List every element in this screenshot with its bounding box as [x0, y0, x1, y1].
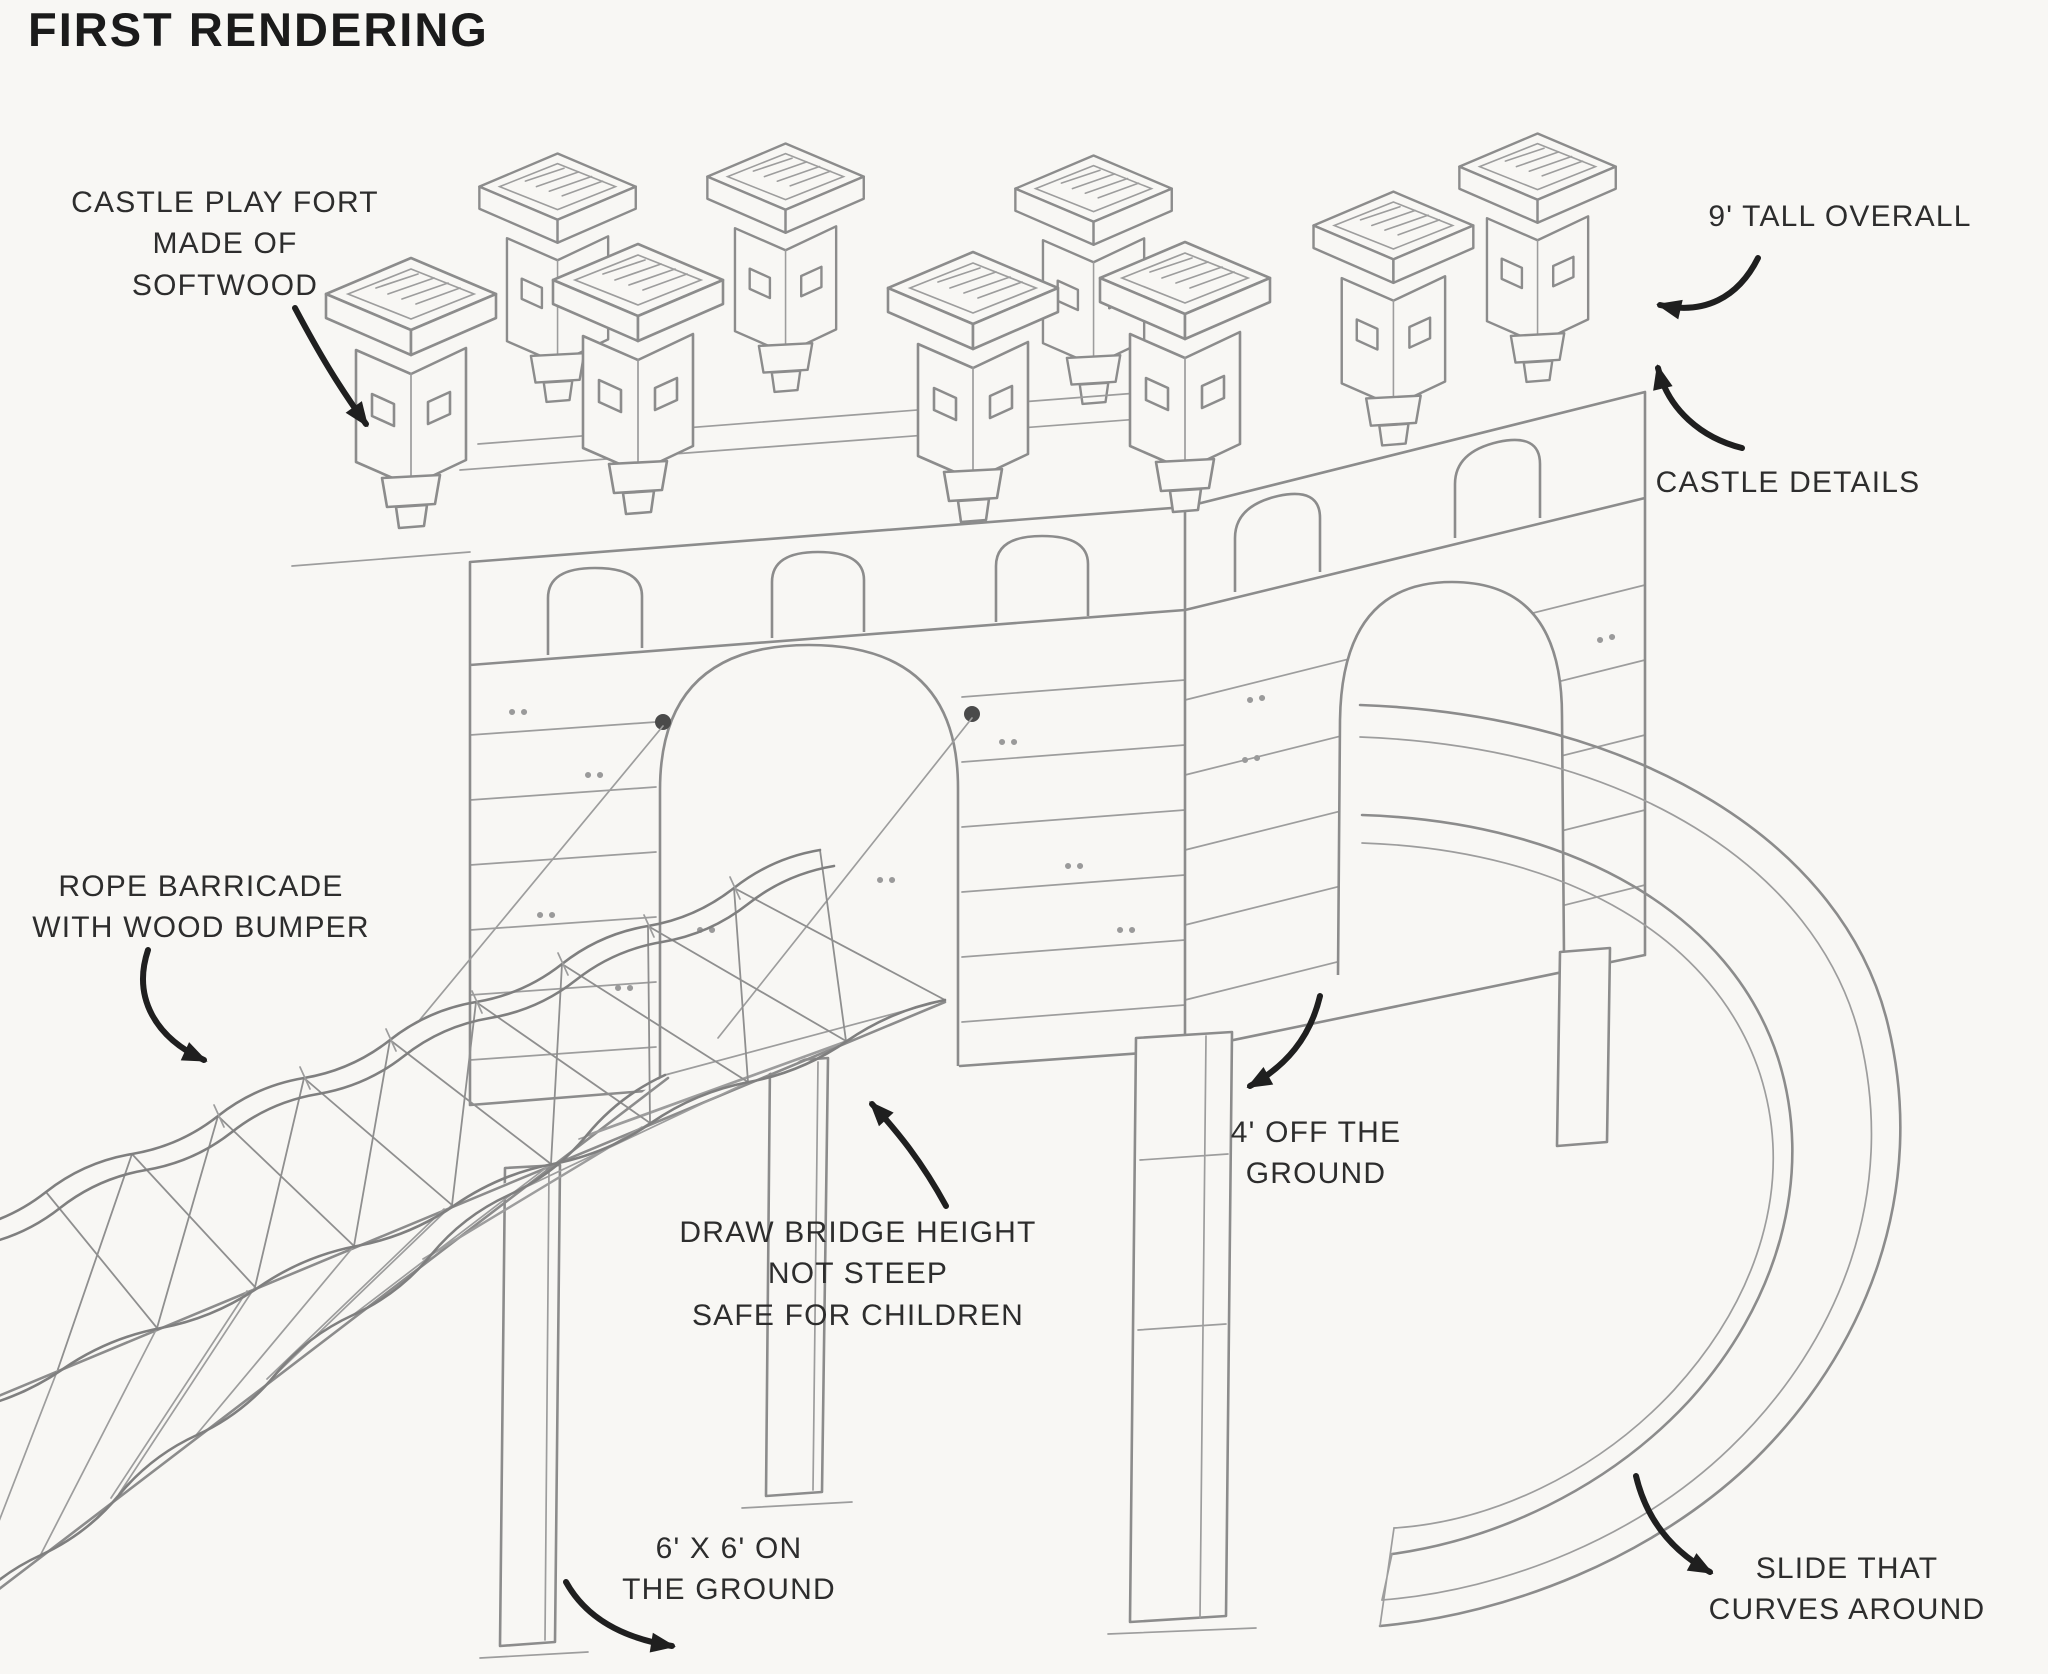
slide-drawing: [1358, 703, 1902, 1628]
annotation-drawbridge: DRAW BRIDGE HEIGHT NOT STEEP SAFE FOR CH…: [679, 1216, 1037, 1332]
annotation-footprint: 6' X 6' ON THE GROUND: [622, 1532, 836, 1607]
arrow-to-castle: [292, 305, 369, 428]
annotation-off-ground: 4' OFF THE GROUND: [1230, 1116, 1402, 1191]
arrow-to-rope-barricade: [140, 947, 208, 1063]
arrow-to-slide: [1633, 1473, 1714, 1575]
rope-netting-drawing: [0, 848, 947, 1582]
annotation-castle-details: CASTLE DETAILS: [1655, 466, 1921, 499]
annotation-slide: SLIDE THAT CURVES AROUND: [1708, 1552, 1986, 1627]
annotation-rope-barricade: ROPE BARRICADE WITH WOOD BUMPER: [32, 870, 370, 945]
arrow-to-castle-details: [1653, 364, 1745, 451]
annotation-arrows: [140, 255, 1761, 1653]
arrow-to-footprint: [563, 1579, 676, 1653]
annotation-material: CASTLE PLAY FORT MADE OF SOFTWOOD: [71, 186, 379, 302]
tower-walls-drawing: [417, 390, 1647, 1107]
arrow-to-drawbridge: [869, 1101, 949, 1209]
arrow-to-off-ground: [1246, 993, 1323, 1089]
arrow-to-overall-height: [1656, 255, 1761, 320]
page-title: FIRST RENDERING: [28, 3, 489, 56]
support-posts-drawing: [479, 946, 1612, 1659]
annotation-overall-height: 9' TALL OVERALL: [1708, 200, 1972, 233]
